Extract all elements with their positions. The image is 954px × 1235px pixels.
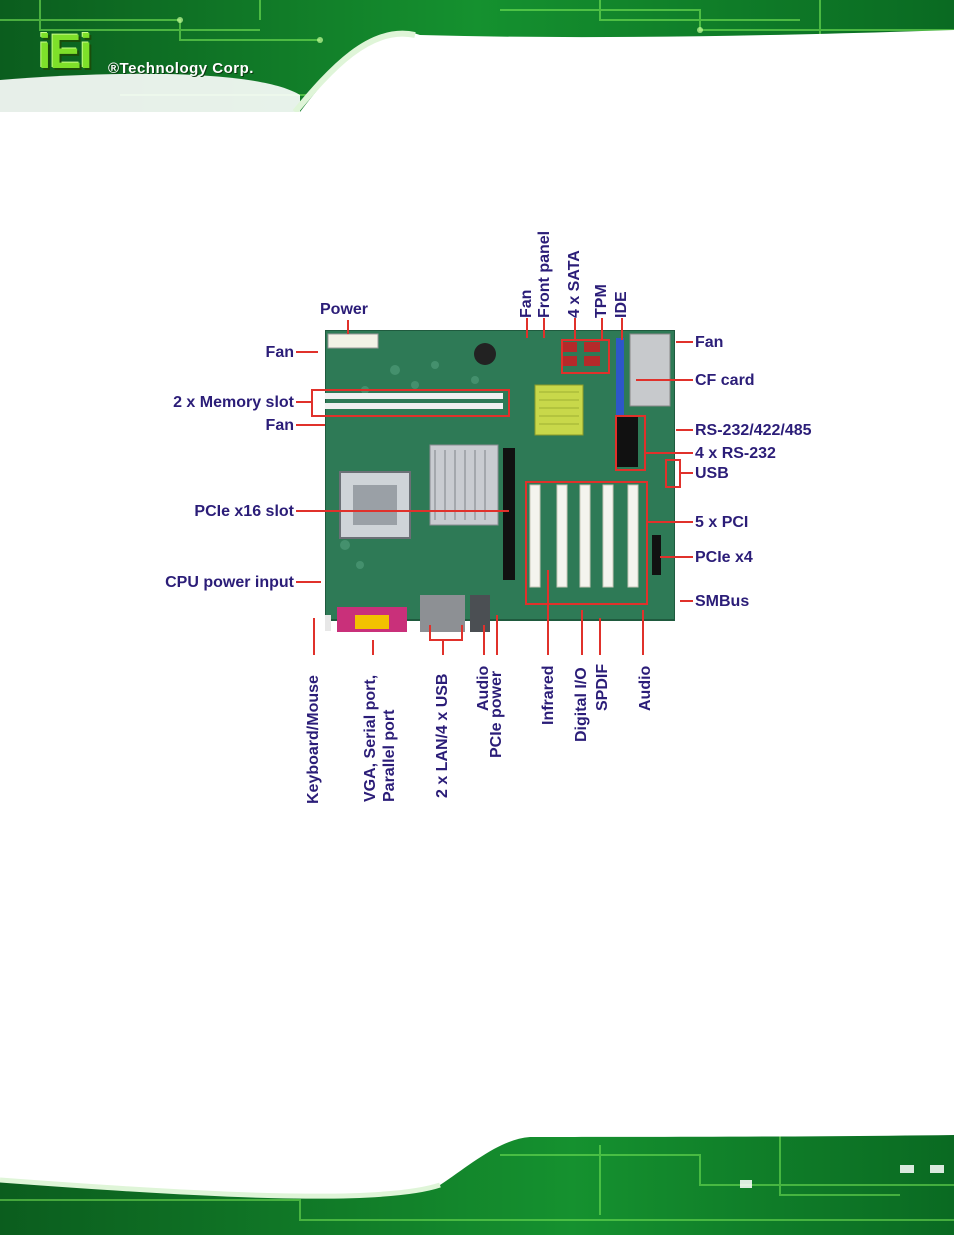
ide-label: IDE [613,291,630,318]
fan-top-label: Fan [518,289,535,318]
callout-lines [296,318,693,655]
logo-mark: iEi [38,26,93,79]
digital-io-label: Digital I/O [573,667,590,742]
header-banner: iEi ®Technology Corp. [0,0,954,112]
pcie-x4-label: PCIe x4 [695,549,753,566]
power-label: Power [320,301,369,318]
sata-label: 4 x SATA [566,250,583,318]
audio-rear-label: Audio [637,665,654,711]
spdif-label: SPDIF [594,663,611,711]
pcie-power-label: PCIe power [488,670,505,758]
cpu-power-label: CPU power input [165,574,294,591]
rs232-label: 4 x RS-232 [695,445,776,462]
circuit-background [0,0,954,112]
circuit-background-footer [0,1125,954,1235]
company-logo: iEi ®Technology Corp. [38,28,298,84]
pcie-x16-label: PCIe x16 slot [194,503,294,520]
parallel-port-label: Parallel port [381,709,398,802]
pci-label: 5 x PCI [695,514,749,531]
vga-serial-label: VGA, Serial port, [362,674,379,802]
fan-right-label: Fan [695,334,724,351]
company-name: ®Technology Corp. [108,60,254,77]
smbus-label: SMBus [695,593,750,610]
infrared-label: Infrared [540,665,557,725]
memory-slot-label: 2 x Memory slot [173,394,294,411]
front-panel-label: Front panel [536,230,553,318]
board-layout-diagram: Power Fan 2 x Memory slot Fan PCIe x16 s… [0,200,954,820]
footer-banner [0,1125,954,1235]
fan-left-label: Fan [265,417,294,434]
rs232-422-485-label: RS-232/422/485 [695,422,812,439]
usb-label: USB [695,465,729,482]
lan-usb-label: 2 x LAN/4 x USB [434,673,451,798]
cf-card-label: CF card [695,372,755,389]
fan-top-left-label: Fan [265,344,294,361]
keyboard-mouse-label: Keyboard/Mouse [305,675,322,804]
tpm-label: TPM [593,284,610,318]
